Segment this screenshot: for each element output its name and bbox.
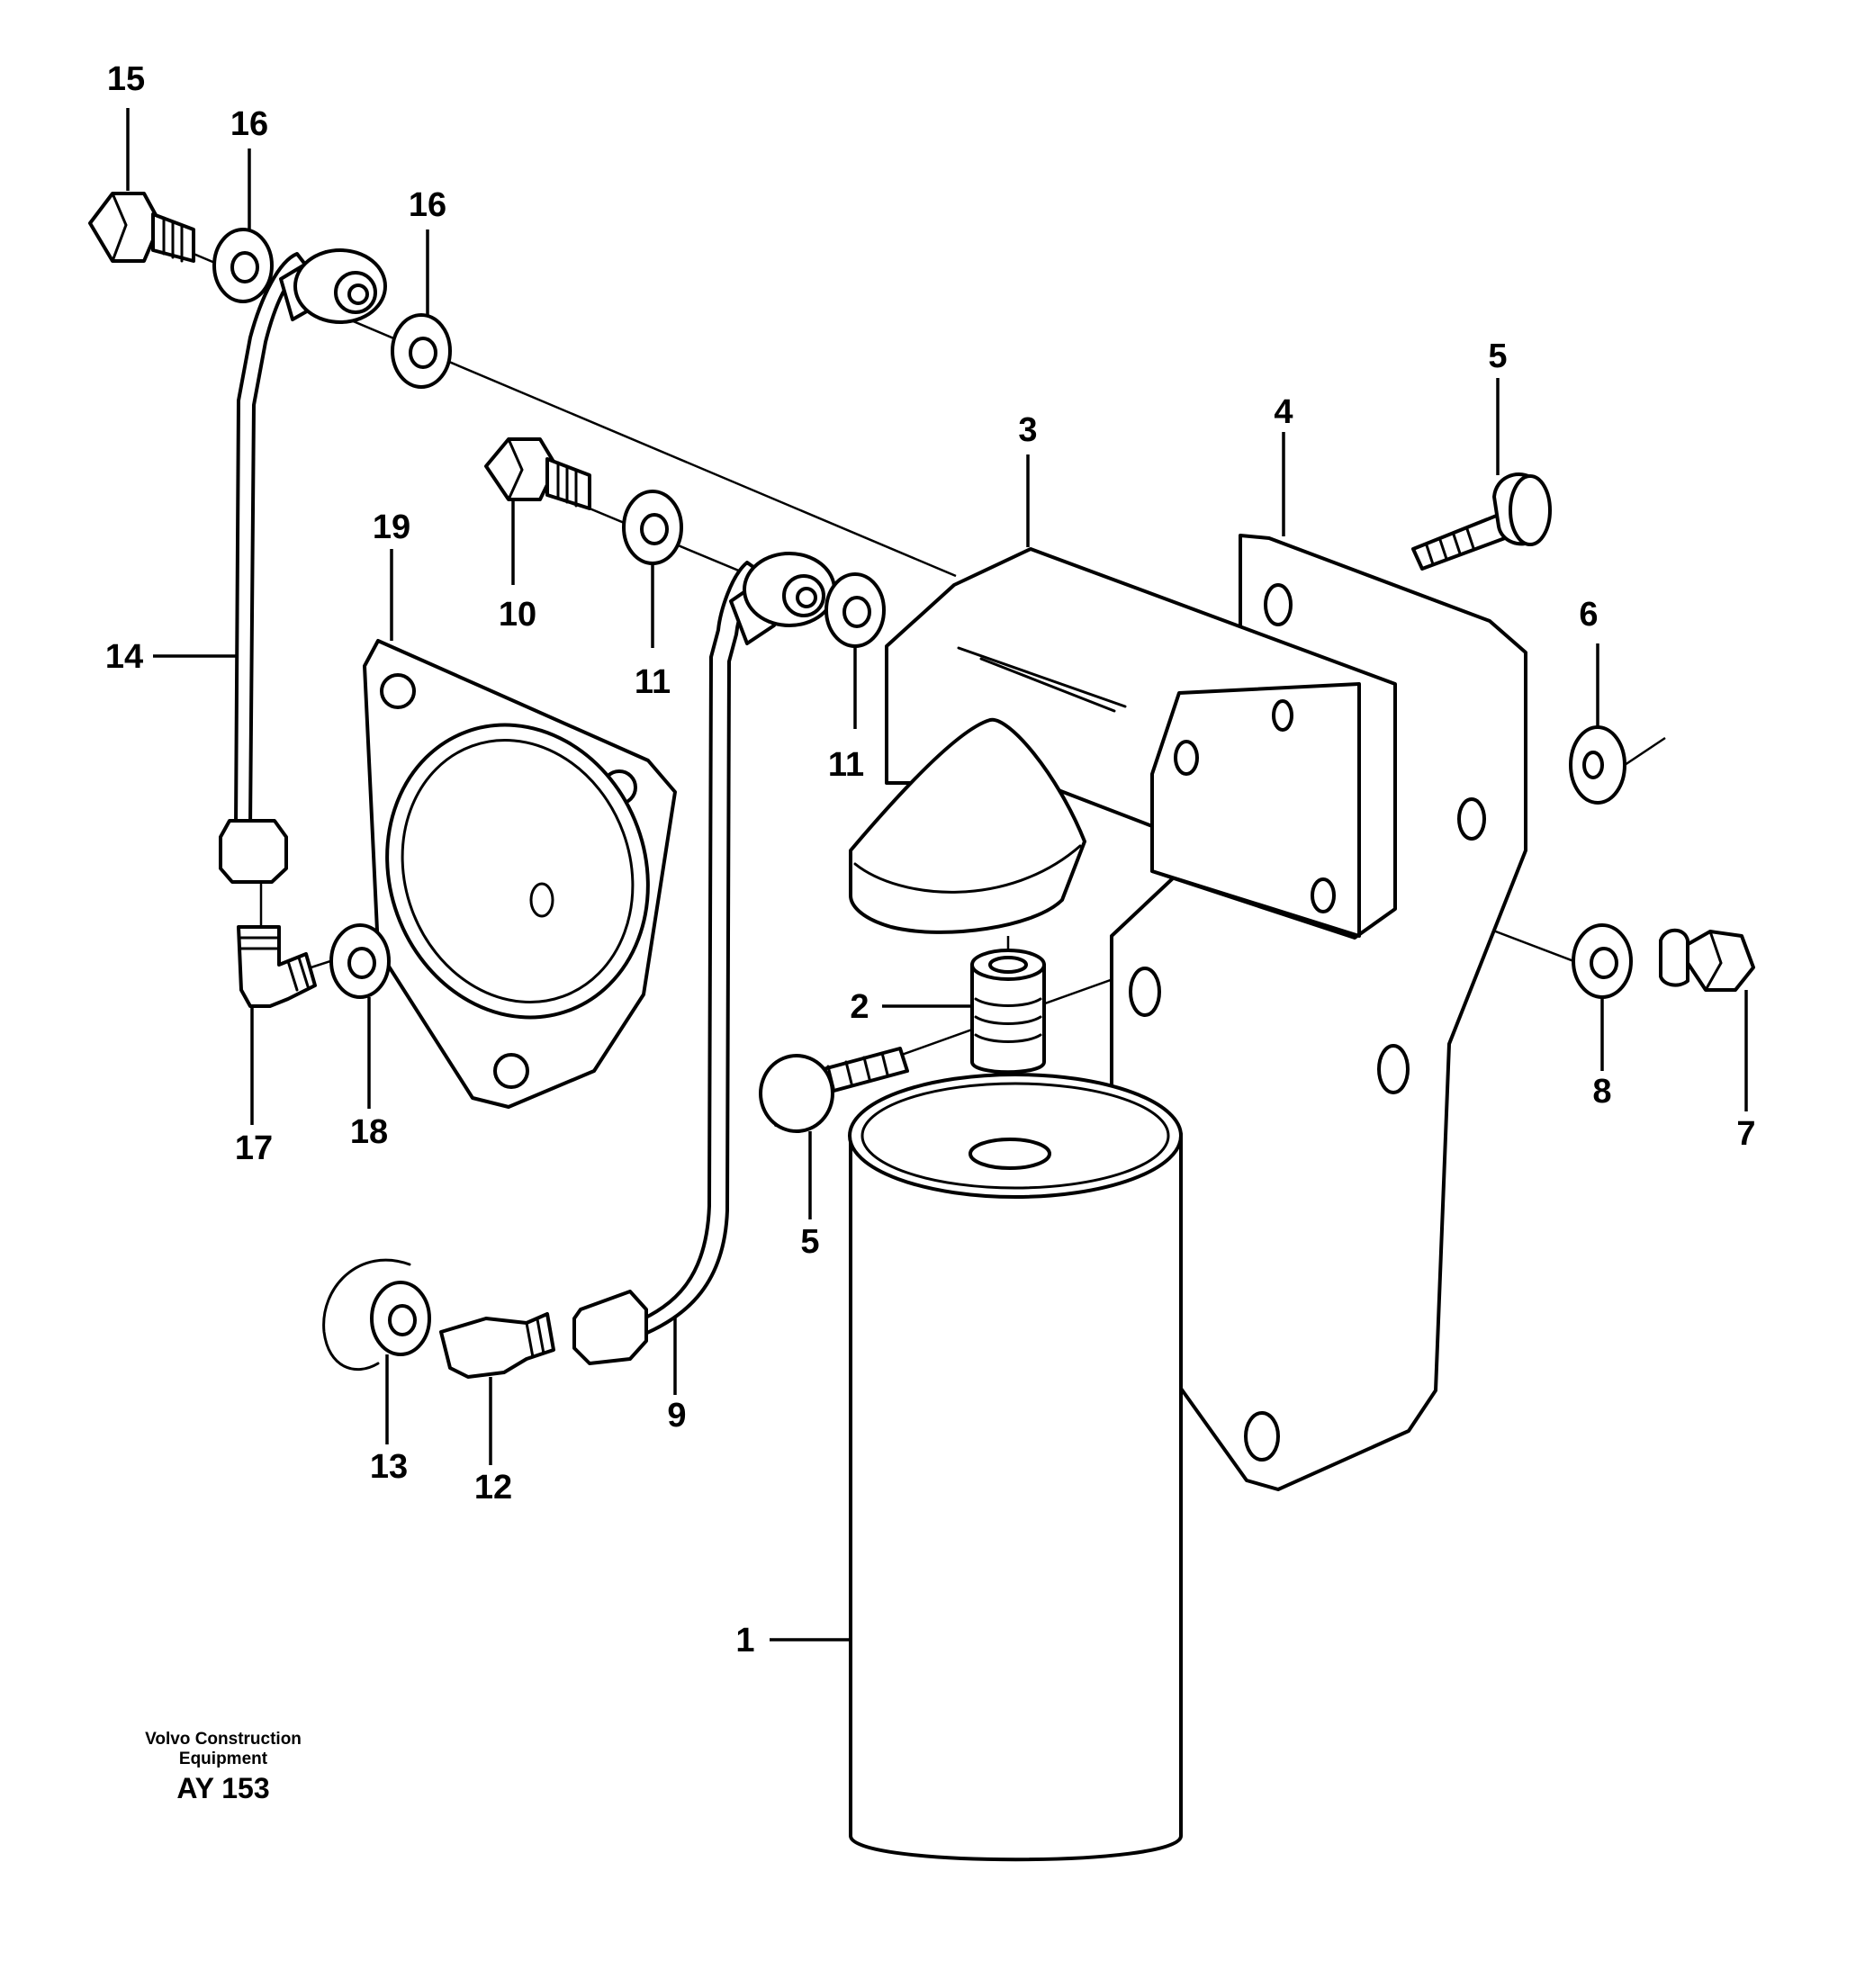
bracket-bolt-5-lower	[759, 1047, 909, 1133]
elbow-fitting-12	[439, 1312, 555, 1379]
callout-2: 2	[850, 988, 869, 1026]
plug-7	[1659, 928, 1755, 992]
brand-line-1: Volvo Construction	[145, 1730, 302, 1749]
threaded-nipple	[970, 949, 1046, 1075]
washer-16-left	[212, 228, 274, 303]
brand-line-2: Equipment	[179, 1750, 268, 1768]
callout-4: 4	[1274, 393, 1293, 431]
callout-15: 15	[107, 60, 145, 98]
callout-5-lower: 5	[800, 1223, 819, 1261]
washer-11-left	[622, 490, 683, 565]
callouts: 1 2 3 4 5 5 6 7 8 9 10 11 11 12 13 14 15…	[105, 60, 1756, 1660]
washer-8	[1572, 923, 1633, 999]
callout-3: 3	[1018, 411, 1037, 449]
bracket-hole	[1457, 797, 1486, 841]
mounting-bracket	[1110, 534, 1527, 1491]
leader-lines	[126, 108, 1748, 1642]
filter-cartridge	[848, 1073, 1183, 1862]
washer-11-right	[824, 572, 886, 648]
washer-18	[329, 923, 391, 999]
callout-11-right: 11	[828, 746, 864, 784]
callout-14: 14	[105, 638, 143, 676]
washer-13	[370, 1281, 431, 1356]
banjo-bolt-15	[88, 192, 195, 263]
callout-10: 10	[499, 596, 536, 634]
callout-7: 7	[1736, 1115, 1755, 1153]
callout-9: 9	[667, 1397, 686, 1435]
bracket-hole	[1129, 967, 1161, 1017]
cover-plate	[363, 639, 677, 1109]
bracket-bolt-5-upper	[1411, 472, 1552, 571]
elbow-fitting-17	[237, 925, 317, 1008]
drawing-footer: Volvo Construction Equipment AY 153	[145, 1730, 302, 1804]
seat-13-outline	[322, 1258, 411, 1372]
nut-6	[1569, 725, 1626, 805]
banjo-bolt-10	[484, 437, 591, 510]
bracket-hole	[1377, 1044, 1410, 1094]
callout-5-upper: 5	[1488, 337, 1507, 375]
filter-head	[849, 547, 1397, 940]
callout-11-left: 11	[635, 663, 671, 701]
callout-12: 12	[474, 1469, 512, 1507]
callout-18: 18	[350, 1113, 388, 1151]
washer-16-right	[391, 313, 452, 389]
bracket-hole	[1244, 1411, 1280, 1462]
callout-17: 17	[235, 1129, 273, 1167]
pipe-14	[219, 248, 387, 884]
callout-13: 13	[370, 1448, 408, 1486]
callout-8: 8	[1592, 1073, 1611, 1111]
callout-16-left: 16	[230, 105, 268, 143]
drawing-code: AY 153	[176, 1772, 269, 1804]
callout-1: 1	[735, 1622, 754, 1660]
washers	[212, 228, 1633, 1356]
callout-19: 19	[373, 508, 410, 546]
callout-16-right: 16	[409, 186, 446, 224]
bracket-hole	[1264, 583, 1293, 626]
callout-6: 6	[1579, 596, 1598, 634]
